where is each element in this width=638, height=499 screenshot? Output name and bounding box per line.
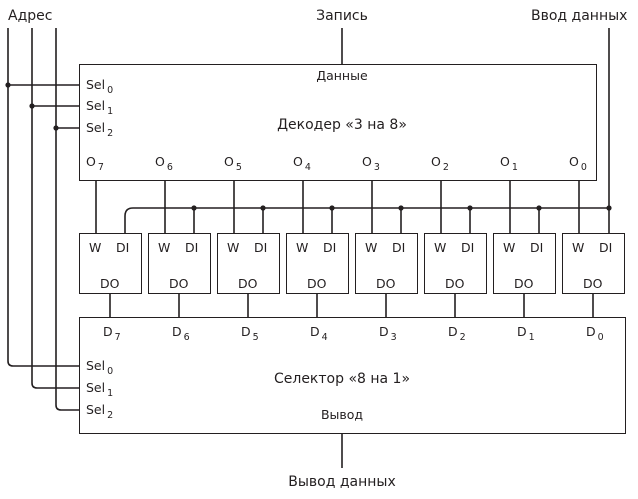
- selector-box: [79, 317, 626, 434]
- decoder-data-label: Данные: [316, 68, 368, 83]
- address-line-1: [31, 28, 80, 389]
- cell-write-input: W: [227, 240, 240, 255]
- memory-cell-0: W DI DO: [562, 233, 625, 294]
- selector-output-label: Вывод: [320, 407, 364, 422]
- data-bus: [124, 207, 609, 234]
- cell-data-input: DI: [392, 240, 406, 255]
- cell-write-input: W: [503, 240, 516, 255]
- cell-data-input: DI: [185, 240, 199, 255]
- cell-data-input: DI: [254, 240, 268, 255]
- address-line-0: [7, 28, 80, 367]
- cell-write-input: W: [89, 240, 102, 255]
- cell-data-input: DI: [323, 240, 337, 255]
- cell-data-input: DI: [530, 240, 544, 255]
- cell-data-output: DO: [445, 276, 465, 291]
- cell-write-input: W: [158, 240, 171, 255]
- cell-write-input: W: [296, 240, 309, 255]
- memory-cell-5: W DI DO: [217, 233, 280, 294]
- memory-cell-2: W DI DO: [424, 233, 487, 294]
- selector-title: Селектор «8 на 1»: [273, 371, 411, 387]
- cell-data-output: DO: [169, 276, 189, 291]
- data-out-label: Вывод данных: [288, 474, 396, 490]
- cell-data-input: DI: [461, 240, 475, 255]
- cell-data-input: DI: [116, 240, 130, 255]
- cell-data-output: DO: [514, 276, 534, 291]
- memory-cell-1: W DI DO: [493, 233, 556, 294]
- cell-write-input: W: [365, 240, 378, 255]
- cell-data-output: DO: [100, 276, 120, 291]
- address-label: Адрес: [8, 8, 53, 24]
- memory-cell-7: W DI DO: [79, 233, 142, 294]
- memory-cell-6: W DI DO: [148, 233, 211, 294]
- cell-data-output: DO: [307, 276, 327, 291]
- decoder-title: Декодер «3 на 8»: [277, 117, 407, 133]
- cell-data-output: DO: [238, 276, 258, 291]
- memory-cell-4: W DI DO: [286, 233, 349, 294]
- cell-data-output: DO: [376, 276, 396, 291]
- data-in-label: Ввод данных: [531, 8, 628, 24]
- cell-data-output: DO: [583, 276, 603, 291]
- write-label: Запись: [316, 8, 368, 24]
- cell-write-input: W: [572, 240, 585, 255]
- memory-cell-3: W DI DO: [355, 233, 418, 294]
- address-line-2: [55, 28, 80, 411]
- cell-data-input: DI: [599, 240, 613, 255]
- decoder-box: [79, 64, 597, 181]
- cell-write-input: W: [434, 240, 447, 255]
